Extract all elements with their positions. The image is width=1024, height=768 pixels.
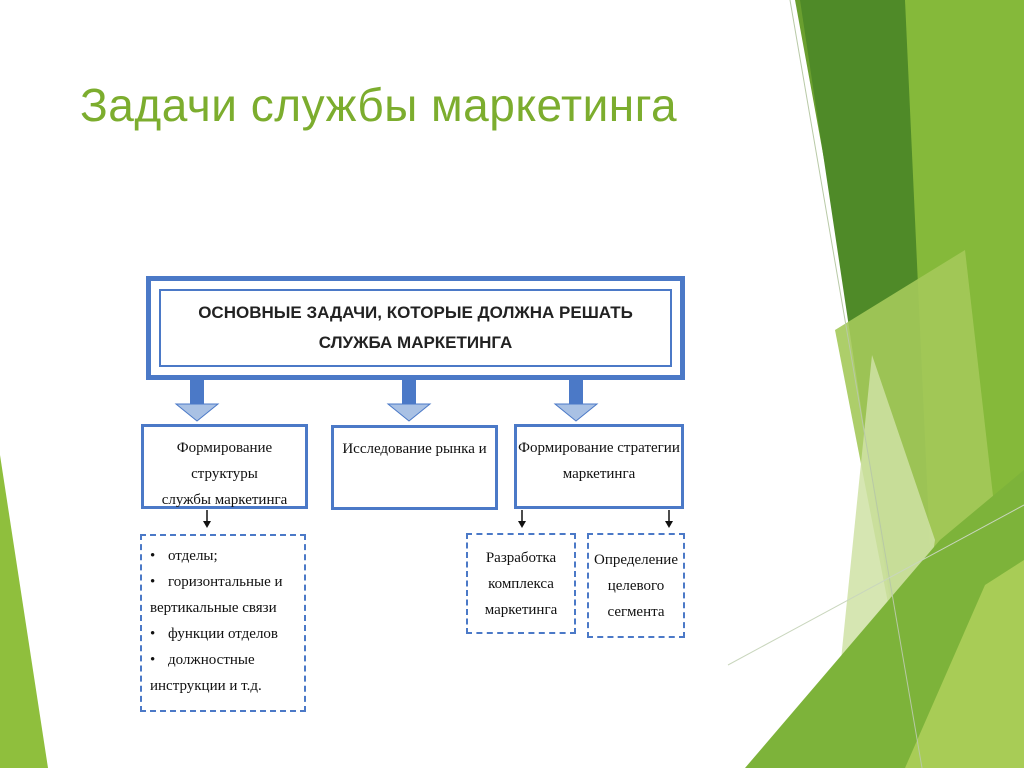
- structure-details-list: •отделы; •горизонтальные и вертикальные …: [150, 543, 300, 699]
- bullet-icon: •: [150, 652, 156, 668]
- marketing-mix-label: Разработка комплекса маркетинга: [484, 549, 558, 618]
- deco-green-shard-bottom-light: [905, 560, 1024, 768]
- main-task-box: ОСНОВНЫЕ ЗАДАЧИ, КОТОРЫЕ ДОЛЖНА РЕШАТЬ С…: [146, 276, 685, 380]
- target-segment-label: Определение целевого сегмента: [594, 551, 678, 620]
- main-task-label: ОСНОВНЫЕ ЗАДАЧИ, КОТОРЫЕ ДОЛЖНА РЕШАТЬ С…: [198, 303, 633, 352]
- marketing-mix-box: Разработка комплекса маркетинга: [466, 533, 576, 634]
- deco-green-shard-left: [0, 455, 48, 768]
- task-structure-box: Формирование структуры службы маркетинга: [141, 424, 308, 509]
- task-strategy-label: Формирование стратегии маркетинга: [518, 440, 680, 482]
- task-structure-label: Формирование структуры службы маркетинга: [161, 440, 288, 508]
- target-segment-box: Определение целевого сегмента: [587, 533, 685, 638]
- list-item: •горизонтальные и: [150, 569, 300, 595]
- list-item: •отделы;: [150, 543, 300, 569]
- bullet-icon: •: [150, 548, 156, 564]
- main-task-inner-frame: ОСНОВНЫЕ ЗАДАЧИ, КОТОРЫЕ ДОЛЖНА РЕШАТЬ С…: [159, 289, 672, 367]
- task-strategy-box: Формирование стратегии маркетинга: [514, 424, 684, 509]
- list-item: вертикальные связи: [150, 600, 277, 616]
- task-research-box: Исследование рынка и: [331, 425, 498, 510]
- task-research-label: Исследование рынка и: [342, 441, 487, 457]
- deco-thin-line-2: [727, 504, 1024, 666]
- bullet-icon: •: [150, 626, 156, 642]
- structure-details-box: •отделы; •горизонтальные и вертикальные …: [140, 534, 306, 712]
- list-item: инструкции и т.д.: [150, 678, 262, 694]
- bullet-icon: •: [150, 574, 156, 590]
- list-item: •функции отделов: [150, 621, 300, 647]
- deco-thin-line-1: [789, 0, 923, 768]
- slide-title: Задачи службы маркетинга: [80, 79, 678, 131]
- list-item: •должностные: [150, 647, 300, 673]
